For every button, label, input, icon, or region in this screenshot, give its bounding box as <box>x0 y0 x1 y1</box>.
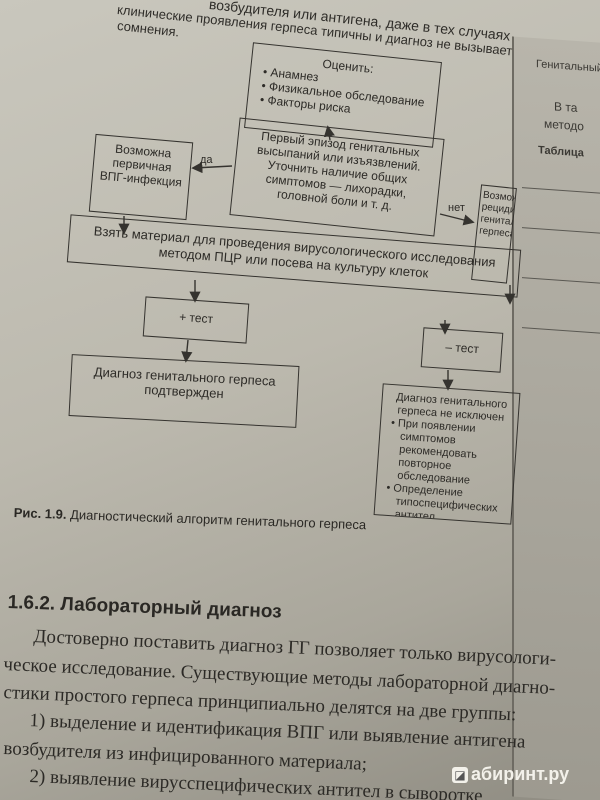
not-excluded-box: Диагноз генитального герпеса не исключен… <box>373 383 521 525</box>
figure-label: Рис. 1.9. <box>13 505 67 522</box>
negative-test-box: – тест <box>420 327 504 373</box>
section-number: 1.6.2. <box>7 592 56 615</box>
positive-test-box: + тест <box>142 296 250 344</box>
labirint-logo-icon: ◪ <box>452 767 468 783</box>
confirmed-diagnosis-box: Диагноз генитального герпеса подтвержден <box>68 354 300 428</box>
watermark: ◪абиринт.ру <box>452 764 569 785</box>
not-excluded-item: При появлении симптомов рекомендовать по… <box>397 418 511 491</box>
yes-label: да <box>200 154 213 166</box>
watermark-text: абиринт.ру <box>471 764 570 784</box>
no-label: нет <box>448 202 465 214</box>
possible-primary-box: Возможна первичная ВПГ-инфекция <box>88 133 194 221</box>
